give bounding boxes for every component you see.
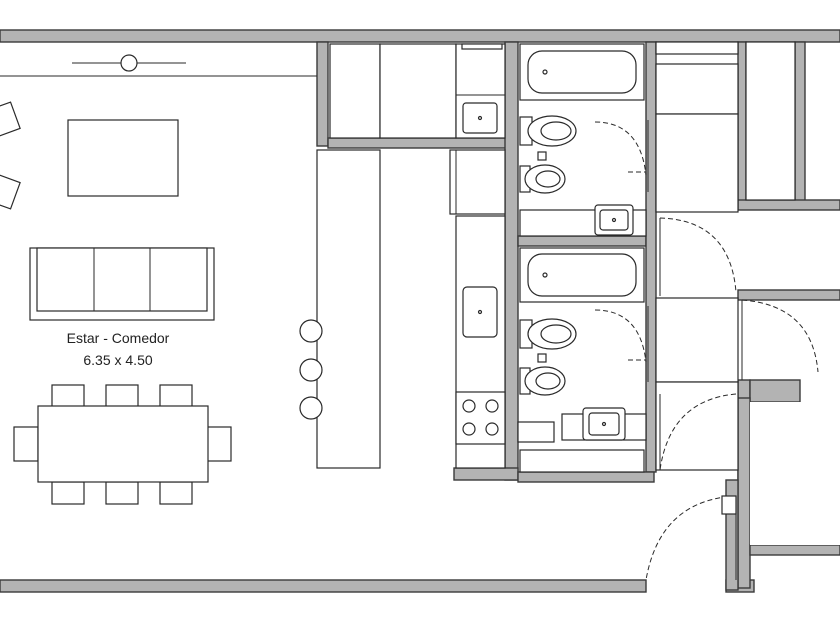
- burner-icon: [485, 422, 499, 436]
- sofa-seat: [36, 247, 208, 312]
- wall-bottom: [0, 579, 647, 593]
- armchair-top: [0, 101, 21, 137]
- entrance-door-swing: [645, 495, 737, 581]
- kitchen: [329, 43, 506, 469]
- wall-kitchen-bottom: [453, 467, 519, 481]
- wall-right-room: [794, 41, 806, 203]
- wall-lower-room-left: [737, 397, 751, 589]
- burner-icon: [485, 399, 499, 413]
- bathtub-basin: [527, 253, 637, 297]
- wall-bath-bottom: [517, 471, 655, 483]
- dining-chair: [13, 426, 39, 462]
- door-swing: [594, 121, 647, 176]
- bar-stool: [299, 358, 323, 382]
- door-swing: [659, 393, 737, 471]
- burner-icon: [462, 399, 476, 413]
- door-swing: [659, 217, 737, 293]
- wall-kitchen-top: [327, 137, 507, 149]
- bar-stool: [299, 319, 323, 343]
- upper-cabinet: [329, 43, 381, 139]
- burner-icon: [462, 422, 476, 436]
- dining-chair: [206, 426, 232, 462]
- closet: [655, 63, 739, 115]
- wall-kitchen-right: [504, 41, 519, 481]
- bathroom-1: [519, 43, 649, 237]
- bar-stool: [299, 396, 323, 420]
- coffee-table: [67, 119, 179, 197]
- bathroom-2: [517, 247, 649, 473]
- wall-lower-room-top: [749, 379, 801, 403]
- door-swing: [594, 309, 647, 363]
- wall-hall: [737, 289, 840, 301]
- drain-icon: [542, 272, 548, 278]
- drain-icon: [611, 217, 617, 223]
- dining-chair: [159, 384, 193, 408]
- toilet-seat: [540, 121, 572, 141]
- door-swing: [741, 299, 819, 373]
- closet: [655, 297, 739, 383]
- dining-chair: [51, 481, 85, 505]
- room-name-label: Estar - Comedor: [67, 330, 170, 346]
- wall-right-room-bottom: [737, 199, 840, 211]
- bidet-basin: [535, 372, 561, 390]
- closet-right: [745, 41, 796, 201]
- wall-bath-right: [645, 41, 657, 473]
- dining-table: [37, 405, 209, 483]
- fridge: [449, 149, 506, 215]
- room-size-label: 6.35 x 4.50: [83, 352, 152, 368]
- storage-shelf: [519, 449, 645, 473]
- drain-icon: [601, 421, 607, 427]
- ceiling-lamp-icon: [120, 54, 138, 72]
- kitchen-island: [316, 149, 381, 469]
- closet: [655, 381, 739, 471]
- wall-top: [0, 29, 840, 43]
- dining-chair: [51, 384, 85, 408]
- wall-closet-divider: [737, 41, 747, 203]
- toilet-button: [537, 151, 547, 161]
- right-room: [750, 402, 840, 545]
- toilet-button: [537, 353, 547, 363]
- door-handle: [721, 495, 737, 515]
- drain-icon: [477, 115, 483, 121]
- bidet-basin: [535, 170, 561, 188]
- wall-living-kitchen: [316, 41, 329, 147]
- closet-top: [655, 41, 739, 55]
- closet: [655, 113, 739, 213]
- cooktop: [455, 391, 506, 445]
- hall-closets: [645, 41, 819, 581]
- dining-chair: [159, 481, 193, 505]
- dining-chair: [105, 384, 139, 408]
- bathtub-basin: [527, 50, 637, 94]
- shelf: [461, 43, 503, 50]
- wall-lower-room-bottom: [749, 544, 840, 556]
- wall-bath-divider: [517, 235, 647, 247]
- armchair-bottom: [0, 174, 21, 210]
- living-dining: Estar - Comedor 6.35 x 4.50: [0, 54, 381, 505]
- storage-shelf: [517, 421, 555, 443]
- drain-icon: [542, 69, 548, 75]
- dining-chair: [105, 481, 139, 505]
- drain-icon: [477, 309, 483, 315]
- toilet-seat: [540, 324, 572, 344]
- upper-cabinet: [379, 43, 457, 139]
